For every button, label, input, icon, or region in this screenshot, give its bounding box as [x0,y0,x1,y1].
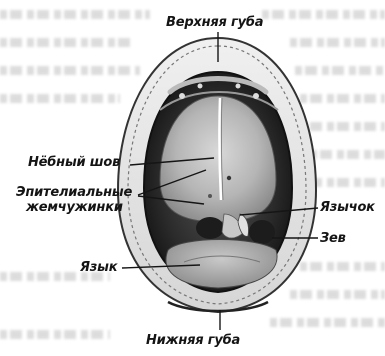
label-tongue: Язык [80,261,117,274]
label-uvula: Язычок [320,201,375,214]
label-epithelial-pearls-line2: жемчужинки [26,201,123,214]
label-pharynx: Зев [320,232,346,245]
label-palatal-suture: Нёбный шов [28,156,120,169]
label-upper-lip: Верхняя губа [166,16,263,29]
label-epithelial-pearls-line1: Эпителиальные [16,186,132,199]
epithelial-pearl [208,194,212,198]
label-lower-lip: Нижняя губа [146,334,240,347]
epithelial-pearl [227,176,231,180]
